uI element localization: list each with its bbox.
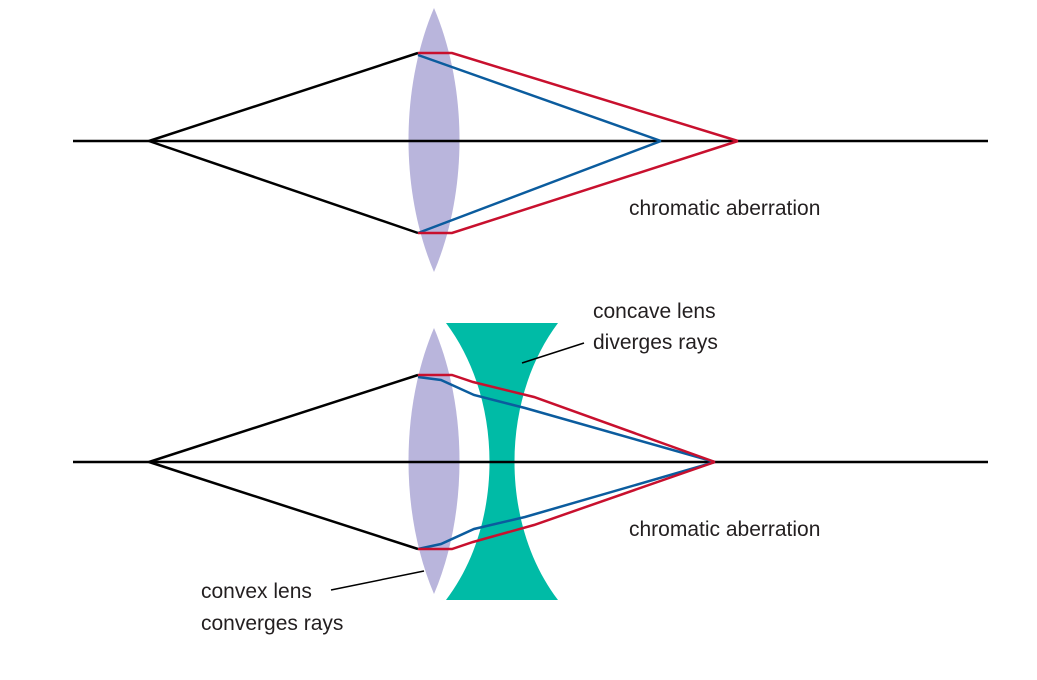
concave-lens-label-line1: concave lens <box>593 300 716 323</box>
top-chromatic-aberration-label: chromatic aberration <box>629 197 820 220</box>
convex-lens-label-line2: converges rays <box>201 612 343 635</box>
bottom-chromatic-aberration-label: chromatic aberration <box>629 518 820 541</box>
top-incoming-ray-upper <box>148 51 419 143</box>
bottom-incoming-ray-lower <box>148 460 419 551</box>
bottom-blue-ray-upper <box>417 375 716 464</box>
top-incoming-ray-lower <box>148 139 419 235</box>
top-blue-ray-upper <box>417 53 662 143</box>
concave-lens-leader-line <box>521 342 585 364</box>
top-blue-ray-lower <box>417 139 662 235</box>
bottom-blue-ray-lower <box>417 460 716 551</box>
bottom-red-ray-upper <box>418 373 716 464</box>
top-diagram: chromatic aberration <box>73 8 988 272</box>
convex-lens-label-line1: convex lens <box>201 580 312 603</box>
bottom-diagram: concave lens diverges rays chromatic abe… <box>73 300 988 635</box>
concave-lens-label-line2: diverges rays <box>593 331 718 354</box>
top-red-ray-lower <box>418 139 739 235</box>
top-red-ray-upper <box>418 51 739 143</box>
bottom-red-ray-lower <box>418 460 716 551</box>
convex-lens-leader-line <box>330 570 425 591</box>
bottom-incoming-ray-upper <box>148 373 419 464</box>
